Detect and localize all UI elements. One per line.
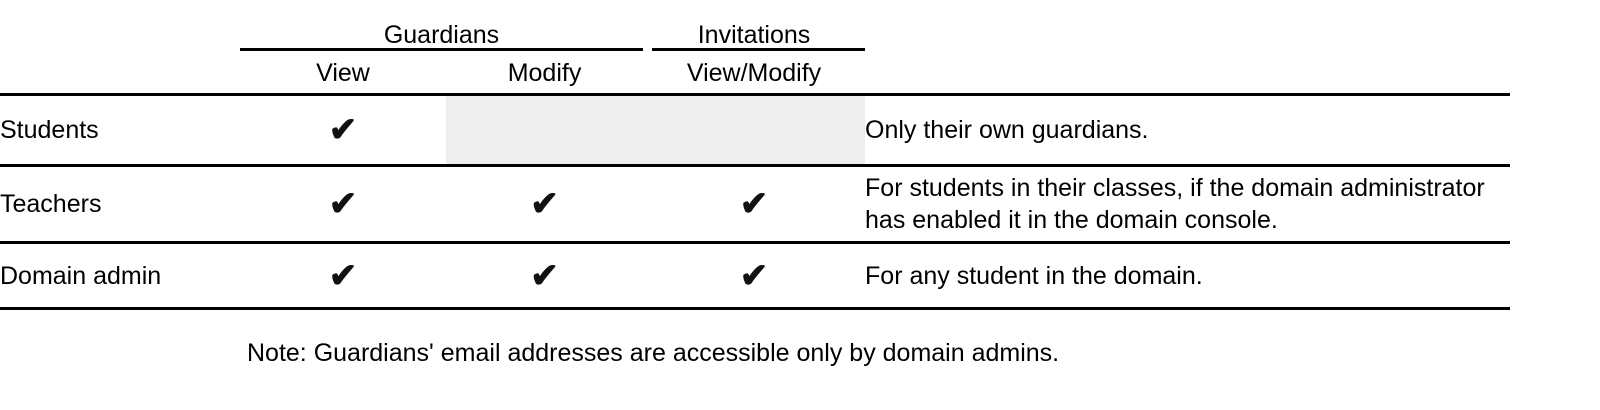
- guardian-permissions-table: Guardians Invitations View Modify View/M…: [0, 0, 1600, 310]
- table-bottom-rule: [0, 307, 1511, 310]
- check-icon: ✔: [328, 111, 358, 149]
- group-rule-guardians-cell: [240, 48, 644, 51]
- row-label-teachers: Teachers: [0, 190, 102, 218]
- footnote-text: Note: Guardians' email addresses are acc…: [247, 339, 1060, 367]
- check-icon: ✔: [328, 185, 358, 223]
- group-header-invitations: Invitations: [697, 21, 811, 49]
- row-rule-after-teachers: [0, 241, 1600, 244]
- cell-students-pad: [1510, 96, 1600, 164]
- cell-teachers-guardians-modify: ✔: [446, 167, 643, 241]
- row-rule-after-students: [0, 164, 1600, 167]
- cell-domain-admin-invitations-view-modify: ✔: [643, 244, 865, 307]
- column-header-notes: [865, 51, 1510, 93]
- cell-domain-admin-guardians-modify: ✔: [446, 244, 643, 307]
- table-top-rule-cell: [0, 93, 1511, 96]
- table-row: Domain admin ✔ ✔ ✔ For any student in th…: [0, 244, 1600, 307]
- cell-domain-admin-guardians-view: ✔: [240, 244, 446, 307]
- notes-text: Only their own guardians.: [865, 116, 1149, 144]
- group-header-guardians: Guardians: [383, 21, 500, 49]
- group-header-pad: [1510, 0, 1600, 48]
- group-header-rule-row: [0, 48, 1600, 51]
- group-rule-invitations: [652, 48, 866, 51]
- row-rule-cell: [0, 241, 1511, 244]
- table-bottom-rule-cell: [0, 307, 1511, 310]
- row-rule: [0, 164, 1511, 167]
- column-header-view: View: [316, 58, 370, 87]
- cell-domain-admin-notes: For any student in the domain.: [865, 244, 1510, 307]
- group-rule-invitations-cell: [643, 48, 866, 51]
- row-rule-cell: [0, 164, 1511, 167]
- notes-text: For any student in the domain.: [865, 261, 1203, 290]
- column-header-row: View Modify View/Modify: [0, 51, 1600, 93]
- group-header-notes-spacer: [865, 0, 1510, 48]
- column-header-pad: [1510, 51, 1600, 93]
- cell-students-guardians-view: ✔: [240, 96, 446, 164]
- row-label-students: Students: [0, 116, 99, 144]
- group-header-spacer: [0, 0, 240, 48]
- column-header-row-label: [0, 51, 240, 93]
- table-row: Students ✔ Only their own guardians.: [0, 96, 1600, 164]
- cell-teachers-pad: [1510, 167, 1600, 241]
- check-icon: ✔: [530, 256, 559, 295]
- row-label-domain-admin: Domain admin: [0, 261, 162, 290]
- group-header-row: Guardians Invitations: [0, 0, 1600, 48]
- table-top-rule: [0, 93, 1511, 96]
- column-header-modify: Modify: [507, 58, 582, 87]
- cell-domain-admin-pad: [1510, 244, 1600, 307]
- check-icon: ✔: [739, 256, 769, 295]
- cell-teachers-guardians-view: ✔: [240, 167, 446, 241]
- notes-text: For students in their classes, if the do…: [865, 174, 1485, 234]
- table-top-rule-row: [0, 93, 1600, 96]
- cell-students-notes: Only their own guardians.: [865, 96, 1510, 164]
- cell-teachers-notes: For students in their classes, if the do…: [865, 167, 1510, 241]
- column-header-view-modify: View/Modify: [686, 58, 822, 87]
- cell-students-invitations-view-modify: [643, 96, 866, 164]
- table-bottom-rule-pad: [1510, 307, 1600, 310]
- table-row: Teachers ✔ ✔ ✔ For students in their cla…: [0, 167, 1600, 241]
- cell-students-guardians-modify: [446, 96, 644, 164]
- group-rule-guardians: [240, 48, 644, 51]
- cell-teachers-invitations-view-modify: ✔: [643, 167, 865, 241]
- check-icon: ✔: [328, 256, 358, 295]
- row-rule: [0, 241, 1511, 244]
- check-icon: ✔: [739, 185, 769, 223]
- table-bottom-rule-row: [0, 307, 1600, 310]
- check-icon: ✔: [530, 185, 559, 223]
